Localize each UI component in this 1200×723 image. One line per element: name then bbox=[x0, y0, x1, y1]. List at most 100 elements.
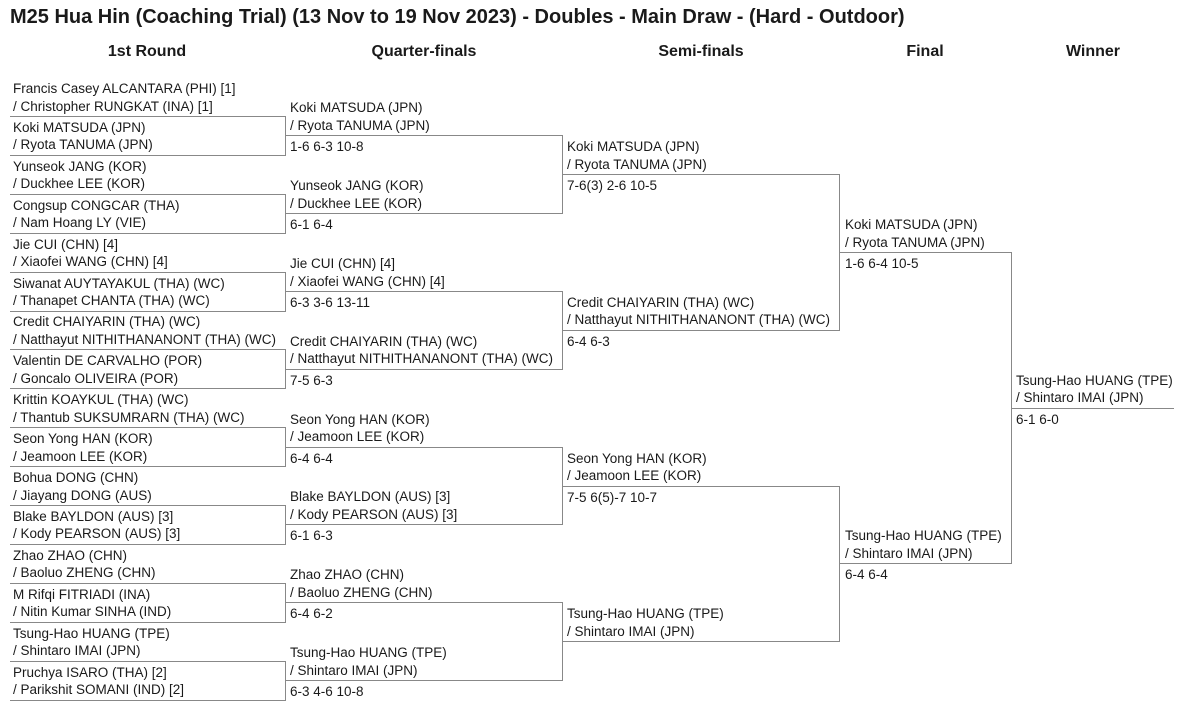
qf-team-4-player-1: Credit CHAIYARIN (THA) (WC) bbox=[290, 333, 478, 349]
fin-team-2-player-1: Tsung-Hao HUANG (TPE) bbox=[845, 528, 1002, 544]
qf-line-5 bbox=[286, 446, 563, 448]
sf-connector-3 bbox=[562, 446, 563, 526]
r1-team-10-player-2: / Jeamoon LEE (KOR) bbox=[13, 448, 148, 464]
r1-team-14-player-2: / Nitin Kumar SINHA (IND) bbox=[13, 604, 172, 620]
qf-score-4: 7-5 6-3 bbox=[290, 372, 333, 388]
r1-team-11-player-2: / Jiayang DONG (AUS) bbox=[13, 487, 152, 503]
header-final: Final bbox=[906, 43, 944, 60]
fin-line-2 bbox=[840, 563, 1012, 565]
r1-team-8-player-1: Valentin DE CARVALHO (POR) bbox=[13, 353, 203, 369]
qf-line-2 bbox=[286, 213, 563, 215]
r1-team-7-player-1: Credit CHAIYARIN (THA) (WC) bbox=[13, 314, 201, 330]
sf-connector-2 bbox=[562, 291, 563, 370]
r1-team-6-player-1: Siwanat AUYTAYAKUL (THA) (WC) bbox=[13, 275, 225, 291]
r1-team-9-player-1: Krittin KOAYKUL (THA) (WC) bbox=[13, 392, 189, 408]
qf-team-8-player-2: / Shintaro IMAI (JPN) bbox=[290, 662, 418, 678]
fin-score-1: 1-6 6-4 10-5 bbox=[845, 256, 919, 272]
qf-team-5-player-2: / Jeamoon LEE (KOR) bbox=[290, 429, 425, 445]
fin-connector-1 bbox=[839, 174, 840, 331]
r1-line-7 bbox=[10, 349, 286, 351]
qf-connector-3 bbox=[285, 271, 286, 312]
r1-team-5-player-1: Jie CUI (CHN) [4] bbox=[13, 236, 119, 252]
r1-team-6-player-2: / Thanapet CHANTA (THA) (WC) bbox=[13, 293, 210, 308]
r1-line-6 bbox=[10, 310, 286, 312]
r1-team-9-player-2: / Thantub SUKSUMRARN (THA) (WC) bbox=[13, 409, 245, 425]
winner-score: 6-1 6-0 bbox=[1016, 411, 1059, 427]
page-title: M25 Hua Hin (Coaching Trial) (13 Nov to … bbox=[10, 6, 905, 28]
qf-line-6 bbox=[286, 524, 563, 526]
r1-team-13-player-1: Zhao ZHAO (CHN) bbox=[13, 547, 128, 563]
qf-line-3 bbox=[286, 291, 563, 293]
sf-team-4-player-2: / Shintaro IMAI (JPN) bbox=[567, 623, 695, 639]
r1-team-3-player-2: / Duckhee LEE (KOR) bbox=[13, 176, 146, 192]
sf-score-3: 7-5 6(5)-7 10-7 bbox=[567, 489, 658, 505]
r1-line-9 bbox=[10, 427, 286, 429]
sf-connector-1 bbox=[562, 135, 563, 215]
qf-score-3: 6-3 3-6 13-11 bbox=[290, 295, 371, 311]
r1-team-12-player-2: / Kody PEARSON (AUS) [3] bbox=[13, 526, 181, 542]
fin-team-2-player-2: / Shintaro IMAI (JPN) bbox=[845, 545, 973, 561]
qf-line-8 bbox=[286, 680, 563, 682]
r1-team-14-player-1: M Rifqi FITRIADI (INA) bbox=[13, 586, 151, 602]
r1-team-15-player-1: Tsung-Hao HUANG (TPE) bbox=[13, 625, 170, 641]
sf-line-3 bbox=[563, 485, 840, 487]
sf-line-1 bbox=[563, 174, 840, 176]
r1-team-1-player-1: Francis Casey ALCANTARA (PHI) [1] bbox=[13, 81, 236, 96]
sf-team-3-player-2: / Jeamoon LEE (KOR) bbox=[567, 468, 702, 484]
qf-team-1-player-1: Koki MATSUDA (JPN) bbox=[290, 100, 423, 116]
r1-team-15-player-2: / Shintaro IMAI (JPN) bbox=[13, 643, 141, 659]
sf-line-2 bbox=[563, 329, 840, 331]
qf-team-7-player-1: Zhao ZHAO (CHN) bbox=[290, 567, 405, 583]
winner-line bbox=[1012, 407, 1174, 409]
qf-team-7-player-2: / Baoluo ZHENG (CHN) bbox=[290, 584, 433, 600]
qf-team-4-player-2: / Natthayut NITHITHANANONT (THA) (WC) bbox=[290, 351, 554, 367]
r1-line-14 bbox=[10, 621, 286, 623]
qf-line-7 bbox=[286, 602, 563, 604]
sf-team-1-player-2: / Ryota TANUMA (JPN) bbox=[567, 156, 707, 172]
r1-team-11-player-1: Bohua DONG (CHN) bbox=[13, 470, 139, 485]
fin-connector-2 bbox=[839, 485, 840, 643]
r1-line-4 bbox=[10, 232, 286, 234]
qf-score-8: 6-3 4-6 10-8 bbox=[290, 684, 364, 700]
r1-team-2-player-1: Koki MATSUDA (JPN) bbox=[13, 119, 146, 135]
qf-connector-7 bbox=[285, 582, 286, 623]
r1-line-3 bbox=[10, 193, 286, 195]
sf-connector-4 bbox=[562, 602, 563, 682]
qf-team-3-player-1: Jie CUI (CHN) [4] bbox=[290, 256, 396, 272]
winner-connector bbox=[1011, 252, 1012, 565]
qf-line-4 bbox=[286, 368, 563, 370]
r1-line-1 bbox=[10, 116, 286, 117]
r1-team-1-player-2: / Christopher RUNGKAT (INA) [1] bbox=[13, 98, 213, 114]
qf-score-2: 6-1 6-4 bbox=[290, 217, 333, 233]
r1-team-7-player-2: / Natthayut NITHITHANANONT (THA) (WC) bbox=[13, 331, 277, 347]
sf-line-4 bbox=[563, 641, 840, 643]
qf-team-5-player-1: Seon Yong HAN (KOR) bbox=[290, 411, 430, 427]
qf-team-2-player-2: / Duckhee LEE (KOR) bbox=[290, 195, 423, 211]
qf-team-2-player-1: Yunseok JANG (KOR) bbox=[290, 178, 424, 194]
qf-line-1 bbox=[286, 135, 563, 137]
r1-line-5 bbox=[10, 271, 286, 273]
sf-team-4-player-1: Tsung-Hao HUANG (TPE) bbox=[567, 606, 724, 622]
qf-connector-8 bbox=[285, 660, 286, 701]
r1-team-4-player-2: / Nam Hoang LY (VIE) bbox=[13, 215, 147, 231]
r1-line-15 bbox=[10, 660, 286, 662]
sf-score-1: 7-6(3) 2-6 10-5 bbox=[567, 178, 658, 194]
qf-connector-1 bbox=[285, 116, 286, 156]
qf-team-1-player-2: / Ryota TANUMA (JPN) bbox=[290, 117, 430, 133]
r1-team-5-player-2: / Xiaofei WANG (CHN) [4] bbox=[13, 254, 168, 270]
header-semi-finals: Semi-finals bbox=[658, 43, 744, 60]
header-1st-round: 1st Round bbox=[107, 43, 187, 60]
sf-team-2-player-2: / Natthayut NITHITHANANONT (THA) (WC) bbox=[567, 312, 831, 328]
qf-score-6: 6-1 6-3 bbox=[290, 528, 333, 544]
sf-team-3-player-1: Seon Yong HAN (KOR) bbox=[567, 450, 707, 466]
sf-team-1-player-1: Koki MATSUDA (JPN) bbox=[567, 139, 700, 155]
sf-team-2-player-1: Credit CHAIYARIN (THA) (WC) bbox=[567, 294, 755, 310]
winner-player-1: Tsung-Hao HUANG (TPE) bbox=[1016, 372, 1173, 388]
winner-player-2: / Shintaro IMAI (JPN) bbox=[1016, 390, 1144, 406]
qf-connector-5 bbox=[285, 427, 286, 468]
r1-team-16-player-1: Pruchya ISARO (THA) [2] bbox=[13, 664, 167, 680]
r1-line-8 bbox=[10, 388, 286, 390]
sf-score-2: 6-4 6-3 bbox=[567, 333, 610, 349]
qf-connector-2 bbox=[285, 193, 286, 234]
r1-team-13-player-2: / Baoluo ZHENG (CHN) bbox=[13, 565, 156, 581]
